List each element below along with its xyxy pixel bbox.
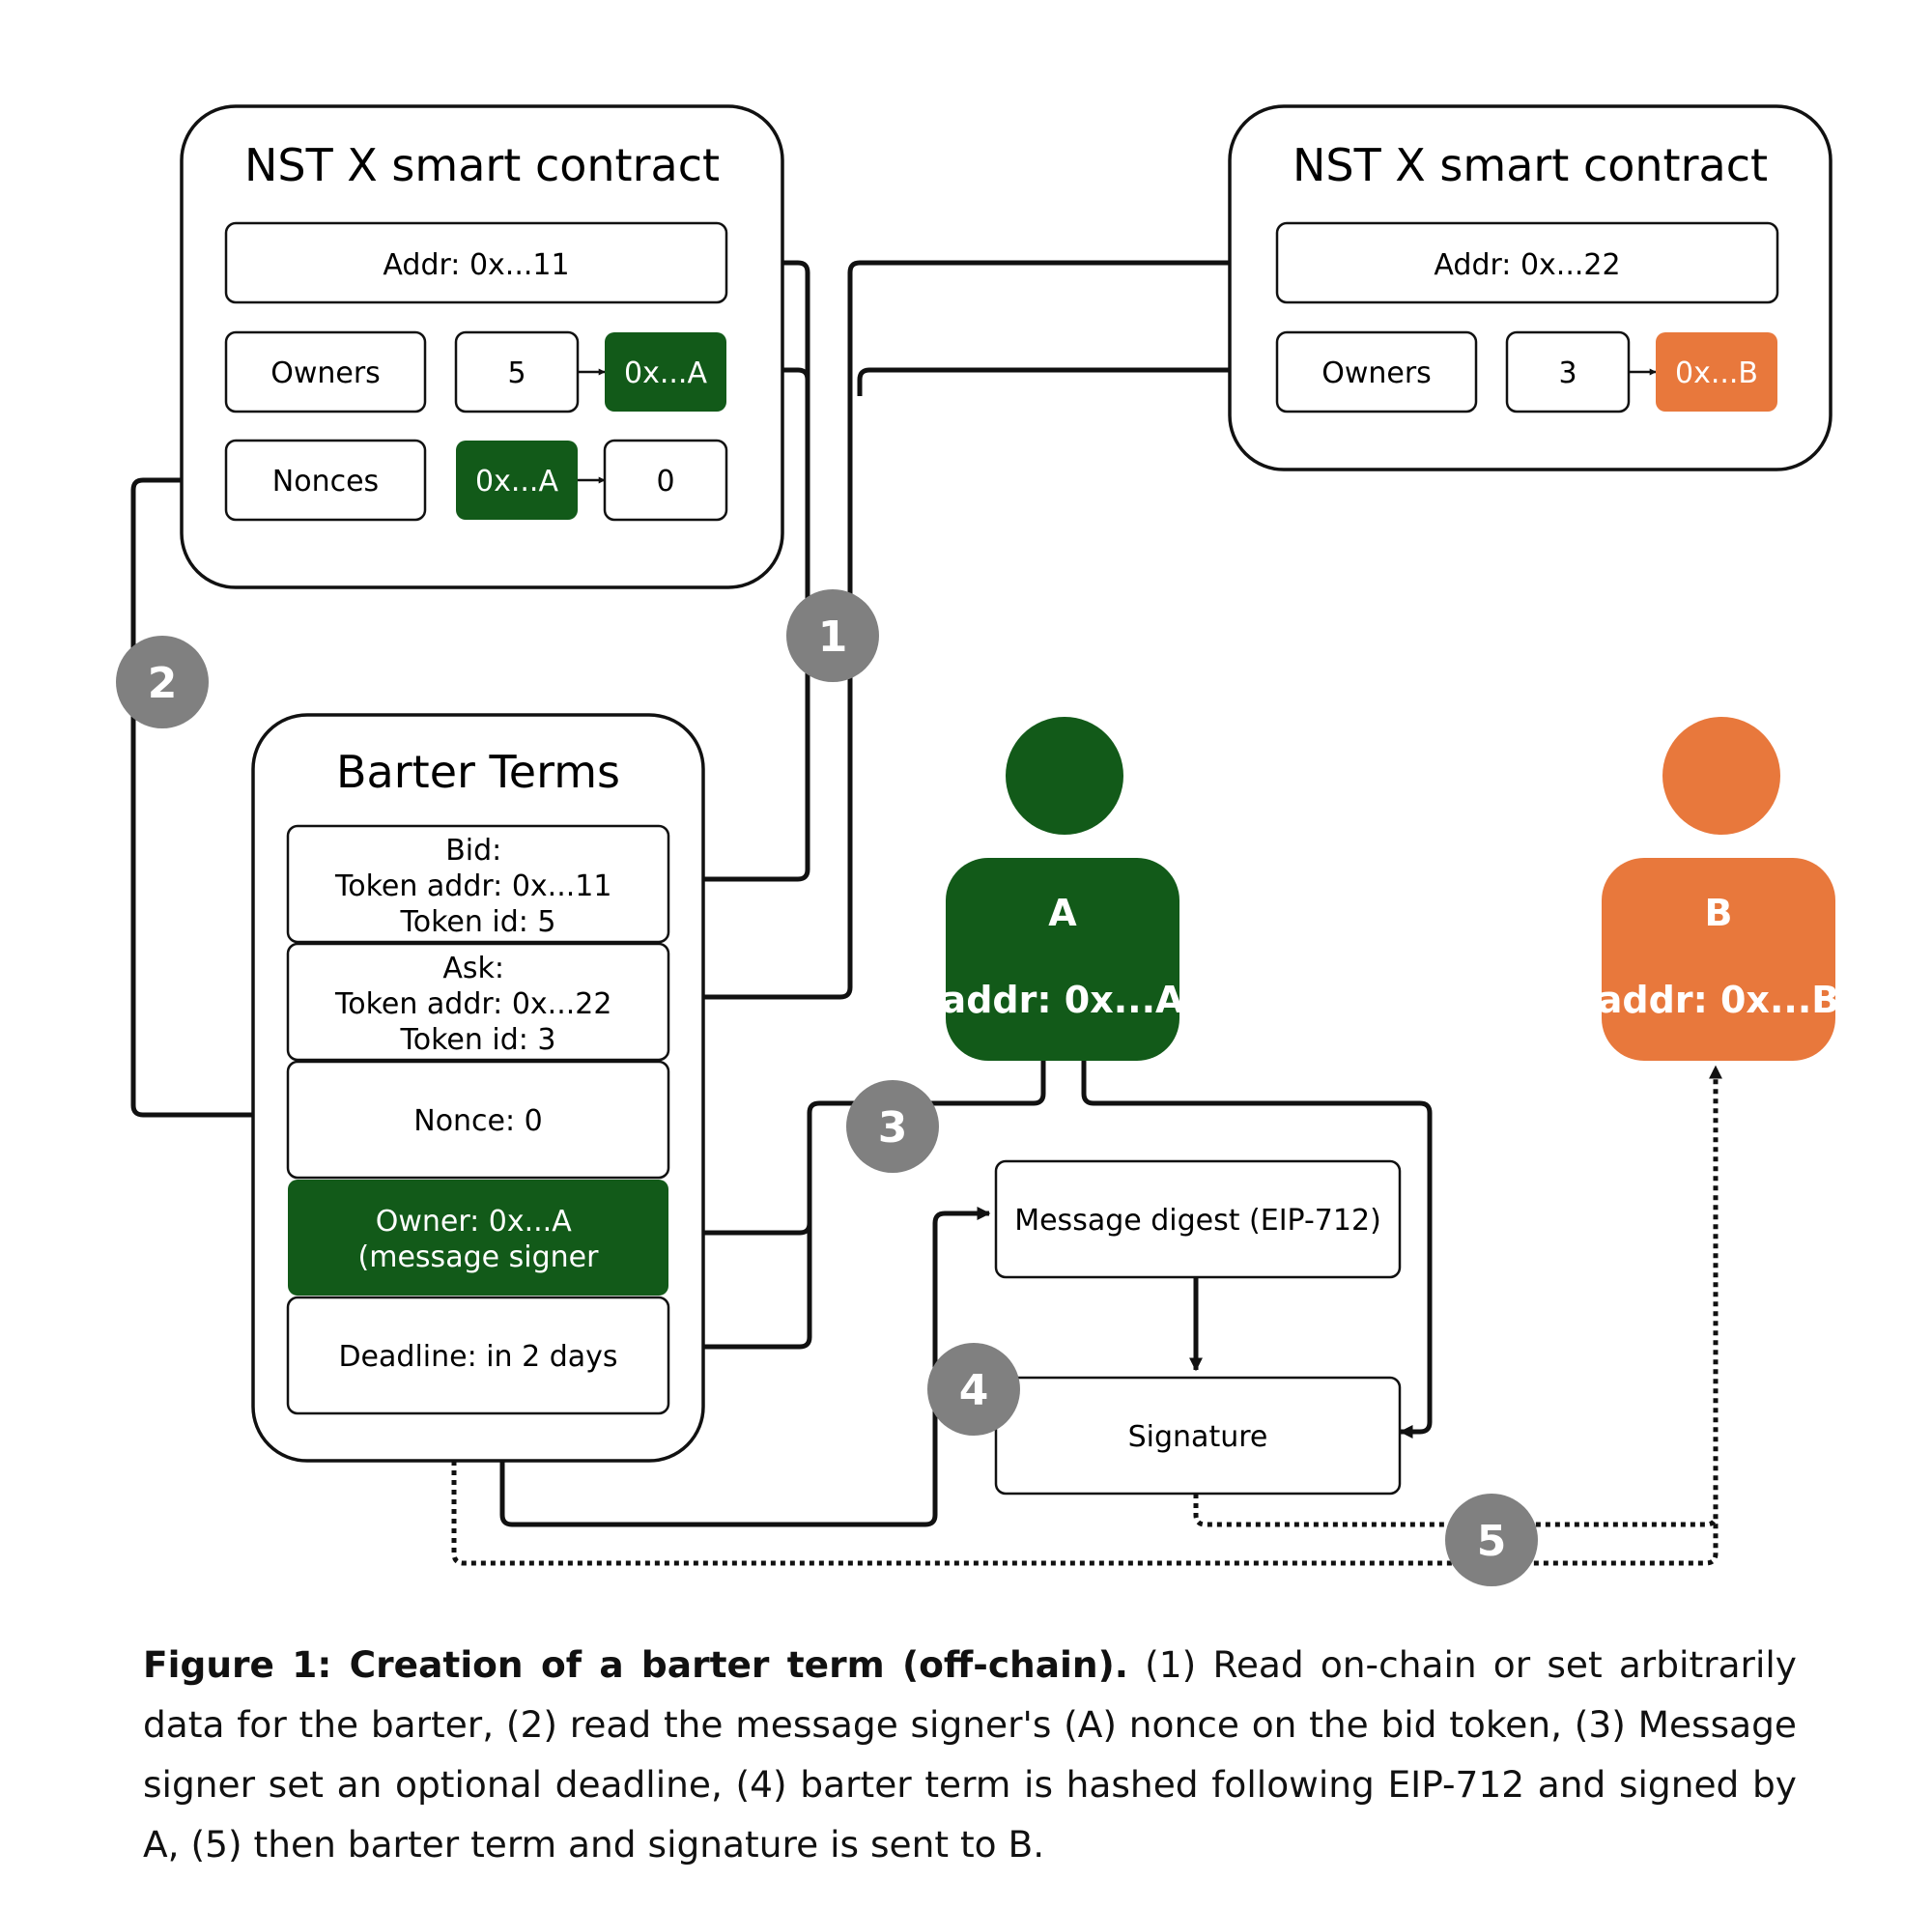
step-badge-1-label: 1 [818, 613, 848, 662]
contract-right-title: NST X smart contract [1293, 139, 1768, 191]
user-b-addr: addr: 0x...B [1598, 979, 1839, 1021]
signature-text: Signature [1128, 1420, 1268, 1454]
step-badge-3: 3 [846, 1080, 939, 1173]
contract-left-owner-value: 0x...A [624, 356, 707, 390]
contract-left-nonce-value-box [603, 439, 728, 522]
step-badges: 1 2 3 4 5 [116, 589, 1538, 1586]
contract-left-title: NST X smart contract [244, 139, 720, 191]
bid-line-3: Token id: 5 [399, 905, 555, 939]
contract-right-addr: Addr: 0x...22 [1434, 248, 1620, 282]
owner-text: Owner: 0x...A (message signer [358, 1205, 600, 1274]
bid-box [286, 824, 670, 944]
step-badge-5-label: 5 [1477, 1517, 1507, 1566]
contract-left-nonces-label: Nonces [272, 465, 379, 499]
contract-left-owners-label: Owners [270, 356, 381, 390]
owner-line-1: Owner: 0x...A [376, 1205, 573, 1239]
contract-right-owners-label: Owners [1321, 356, 1432, 390]
nonce-text: Nonce: 0 [413, 1104, 543, 1138]
connector-a-to-signature [1081, 1057, 1433, 1439]
connector-nonces-to-nonce [130, 477, 284, 1122]
user-a-addr: addr: 0x...A [942, 979, 1184, 1021]
owner-box [288, 1180, 668, 1296]
ask-text: Ask: Token addr: 0x...22 Token id: 3 [334, 952, 621, 1057]
contract-left-nonce-value: 0 [656, 465, 674, 499]
barter-terms-title: Barter Terms [336, 746, 620, 798]
deadline-text: Deadline: in 2 days [338, 1340, 617, 1374]
contract-right-addr-box [1275, 221, 1779, 304]
barter-terms: Barter Terms Bid: Token addr: 0x...11 To… [251, 713, 705, 1463]
ask-box [286, 942, 670, 1062]
contract-left-addr-box [224, 221, 728, 304]
figure-caption-title: Figure 1: Creation of a barter term (off… [143, 1643, 1128, 1686]
deadline-box [286, 1296, 670, 1415]
user-b-card [1602, 858, 1835, 1061]
user-b-name: B [1705, 892, 1733, 934]
connector-terms-to-b [451, 1065, 1722, 1566]
contract-left-nonce-key: 0x...A [475, 465, 558, 499]
connector-left-owner-to-bid [726, 367, 810, 406]
user-a-card [946, 858, 1179, 1061]
contract-right-owner-value: 0x...B [1675, 356, 1758, 390]
ask-line-2: Token addr: 0x...22 [334, 987, 611, 1021]
contract-right-owners-box [1275, 330, 1478, 413]
figure-caption-text: (1) Read on-chain or set arbitrarily dat… [143, 1643, 1797, 1866]
step-badge-5: 5 [1445, 1494, 1538, 1586]
signature-box [994, 1376, 1402, 1496]
user-a-name: A [1048, 892, 1077, 934]
figure-caption: Figure 1: Creation of a barter term (off… [143, 1635, 1797, 1874]
contract-right-owner-key: 3 [1558, 356, 1577, 390]
contract-left-addr: Addr: 0x...11 [383, 248, 569, 282]
bid-line-1: Bid: [445, 834, 501, 868]
message-digest-box [994, 1159, 1402, 1279]
person-icon [1662, 717, 1780, 835]
step-badge-4: 4 [927, 1343, 1020, 1436]
contract-right: NST X smart contract Addr: 0x...22 Owner… [1228, 104, 1833, 471]
connector-a-to-deadline [670, 1217, 812, 1353]
barter-diagram: NST X smart contract Addr: 0x...11 Owner… [116, 104, 1839, 1586]
contract-left-nonces-box [224, 439, 427, 522]
digest-signature: Message digest (EIP-712) Signature [994, 1159, 1402, 1496]
owner-line-2: (message signer [358, 1240, 600, 1274]
user-a: A addr: 0x...A [942, 717, 1184, 1061]
step-badge-2-label: 2 [148, 659, 178, 708]
bid-text: Bid: Token addr: 0x...11 Token id: 5 [334, 834, 621, 939]
connector-terms-to-digest [499, 1207, 991, 1527]
person-icon [1006, 717, 1123, 835]
dotted-connectors [451, 1065, 1722, 1566]
contract-right-owner-value-box [1656, 332, 1777, 412]
connector-left-addr-to-bid [670, 260, 810, 886]
contract-left-owners-box [224, 330, 427, 413]
step-badge-2: 2 [116, 636, 209, 728]
contract-left: NST X smart contract Addr: 0x...11 Owner… [180, 104, 784, 589]
step-badge-1: 1 [786, 589, 879, 682]
step-badge-4-label: 4 [959, 1366, 989, 1415]
step-badge-3-label: 3 [878, 1103, 908, 1153]
connector-a-to-owner [670, 1057, 1046, 1239]
contract-left-owner-value-box [605, 332, 726, 412]
ask-line-3: Token id: 3 [399, 1023, 555, 1057]
nonce-box [286, 1060, 670, 1180]
contract-left-owner-key: 5 [507, 356, 526, 390]
user-b: B addr: 0x...B [1598, 717, 1839, 1061]
message-digest-text: Message digest (EIP-712) [1014, 1204, 1381, 1238]
contract-left-nonce-key-box [456, 441, 578, 520]
connector-right-owners-to-ask [857, 367, 1277, 396]
bid-line-2: Token addr: 0x...11 [334, 869, 611, 903]
ask-line-1: Ask: [442, 952, 504, 985]
